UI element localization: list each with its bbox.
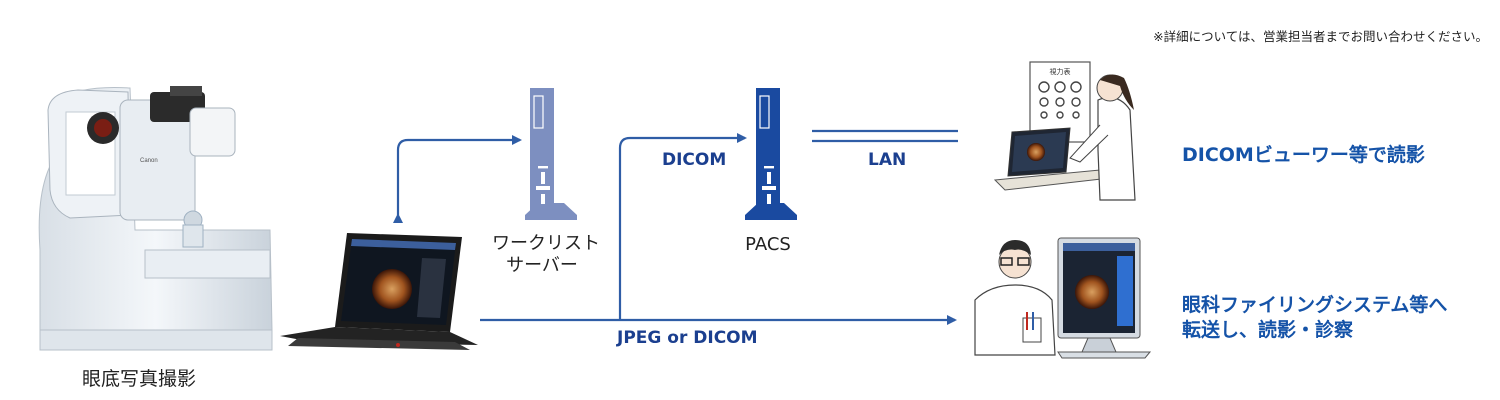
doctor-filing-illustration bbox=[974, 237, 1152, 359]
dicom-flow-label: DICOM bbox=[662, 150, 727, 170]
jpeg-dicom-flow-label: JPEG or DICOM bbox=[617, 328, 758, 348]
worklist-server-label-line1: ワークリスト bbox=[492, 233, 600, 254]
doctor-viewer-illustration: 視力表 bbox=[993, 61, 1136, 201]
filing-destination-label: 眼科ファイリングシステム等へ 転送し、読影・診察 bbox=[1182, 293, 1447, 343]
viewer-destination-label: DICOMビューワー等で読影 bbox=[1182, 144, 1425, 166]
laptop-image bbox=[280, 233, 478, 350]
worklist-server-label: ワークリスト サーバー bbox=[492, 233, 600, 277]
fundus-camera-caption: 眼底写真撮影 bbox=[82, 368, 197, 390]
filing-destination-line1: 眼科ファイリングシステム等へ bbox=[1182, 294, 1448, 316]
worklist-server-label-line2: サーバー bbox=[506, 255, 578, 276]
pacs-label: PACS bbox=[745, 234, 791, 255]
contact-note: ※詳細については、営業担当者までお問い合わせください。 bbox=[1153, 29, 1488, 44]
dicom-arrow bbox=[618, 133, 747, 320]
lan-flow-label: LAN bbox=[868, 150, 907, 170]
worklist-exchange-arrow bbox=[393, 135, 522, 223]
flow-lines bbox=[393, 129, 958, 325]
fundus-camera-image: Canon bbox=[38, 86, 273, 351]
worklist-server-icon bbox=[525, 88, 577, 220]
pacs-server-icon bbox=[745, 88, 797, 220]
filing-destination-line2: 転送し、読影・診察 bbox=[1182, 319, 1354, 341]
eye-chart-title: 視力表 bbox=[1050, 67, 1071, 76]
camera-brand-text: Canon bbox=[140, 158, 158, 164]
